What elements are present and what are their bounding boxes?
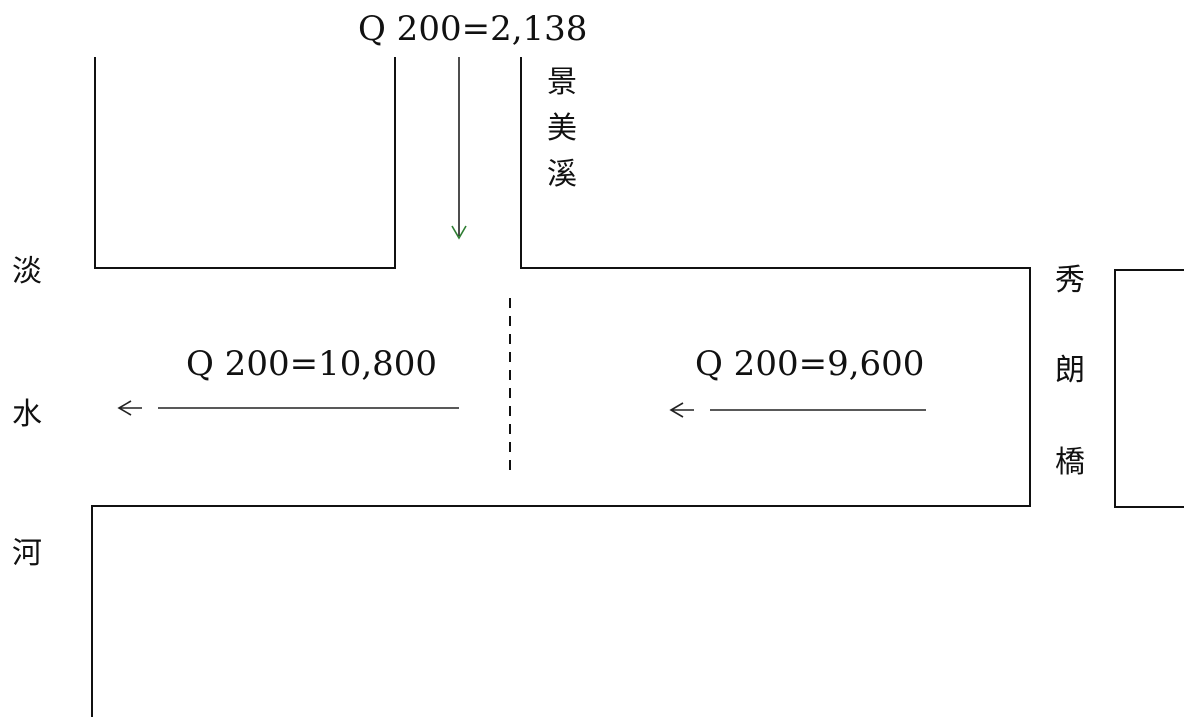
tributary-name-char: 美 xyxy=(547,111,577,146)
bridge-name-char: 秀 xyxy=(1055,263,1085,298)
bridge-name-char: 橋 xyxy=(1055,445,1085,480)
main-river-name-char: 淡 xyxy=(12,254,42,289)
tributary-flow-label: Q 200=2,138 xyxy=(358,9,587,49)
downstream-flow-label: Q 200=10,800 xyxy=(186,344,437,384)
tributary-name-char: 景 xyxy=(547,65,577,100)
main-river-name-char: 河 xyxy=(12,536,42,571)
left-block-outline xyxy=(94,57,396,269)
tributary-right-bank xyxy=(91,57,1031,717)
main-river-name-char: 水 xyxy=(12,397,42,432)
tributary-arrow-head xyxy=(451,225,467,240)
upstream-arrow-head xyxy=(669,402,684,418)
upstream-flow-label: Q 200=9,600 xyxy=(695,344,924,384)
tributary-name-char: 溪 xyxy=(547,157,577,192)
downstream-arrow-head xyxy=(117,400,132,416)
bridge-name-char: 朗 xyxy=(1055,353,1085,388)
bridge-right-outline xyxy=(1114,269,1184,508)
